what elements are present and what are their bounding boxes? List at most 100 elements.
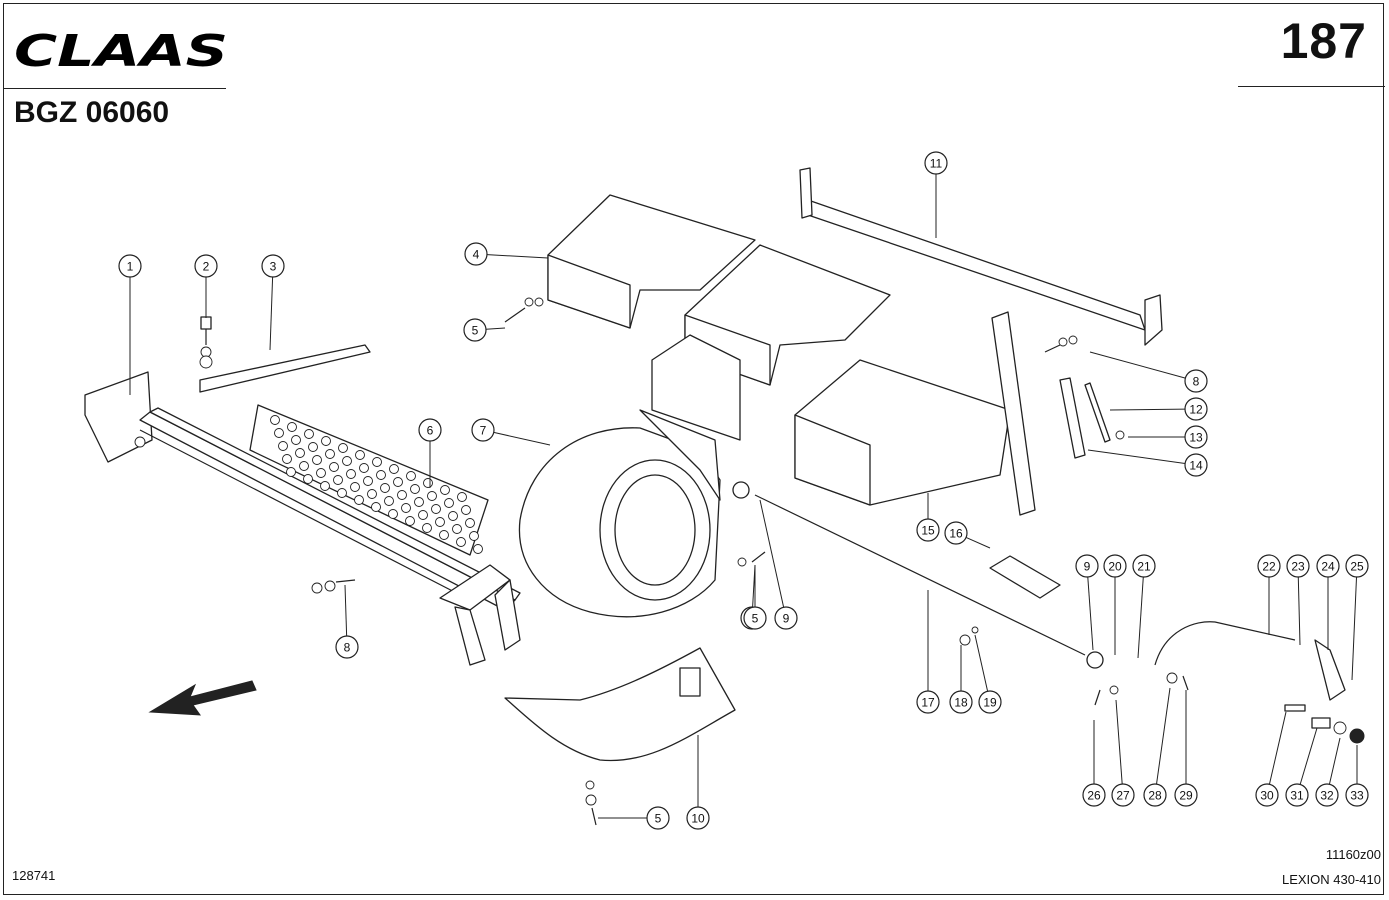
callout-label: 18 [954,696,968,710]
page-number: 187 [1280,13,1367,69]
callout-24: 24 [1316,554,1340,650]
callout-label: 8 [1193,375,1200,389]
perforation-hole [406,471,416,481]
callout-label: 19 [983,696,997,710]
leader-line [1087,449,1186,464]
callout-circle [1316,554,1340,578]
perforation-hole [270,415,280,425]
callout-circle [463,318,487,342]
callout-circle [646,806,670,830]
leader-line [1156,687,1171,785]
callout-27: 27 [1111,699,1135,807]
leader-line [1299,727,1318,785]
perforation-hole [291,435,301,445]
callout-20: 20 [1103,554,1127,655]
callout-label: 20 [1108,560,1122,574]
callout-2: 2 [194,254,218,318]
leader-line [1297,576,1301,646]
part-bearing [732,481,750,499]
callout-18: 18 [949,645,973,714]
perforation-hole [299,461,309,471]
callout-label: 6 [427,424,434,438]
callout-label: 13 [1189,431,1203,445]
callout-label: 32 [1320,789,1334,803]
callout-circle [1075,554,1099,578]
callout-8: 8 [335,584,359,659]
perforation-hole [350,482,360,492]
perforation-hole [312,455,322,465]
callout-circle [1257,554,1281,578]
callout-label: 23 [1291,560,1305,574]
perforation-hole [397,490,407,500]
perforation-hole [367,489,377,499]
perforation-hole [337,488,347,498]
callout-circle [743,606,767,630]
callout-circle [1143,783,1167,807]
callout-label: 5 [472,324,479,338]
callout-11: 11 [924,151,948,238]
group-code: BGZ 06060 [14,96,170,129]
perforation-hole [410,484,420,494]
callout-label: 7 [480,424,487,438]
part-air-duct-lower [651,334,1011,506]
perforation-hole [354,495,364,505]
callout-circle [924,151,948,175]
callout-25: 25 [1345,554,1369,681]
callout-label: 16 [949,527,963,541]
page-number-underline [1238,86,1385,87]
brand-logo: CLAAS [14,28,228,72]
leader-line [1351,576,1358,681]
perforation-hole [448,511,458,521]
callout-circle [464,242,488,266]
leader-line [493,431,551,446]
part-lever [1154,621,1296,666]
callout-label: 12 [1189,403,1203,417]
callout-label: 17 [921,696,935,710]
callout-1: 1 [118,254,142,395]
perforation-hole [278,441,288,451]
leader-line [486,254,549,259]
callout-circle [774,606,798,630]
perforation-hole [338,443,348,453]
perforation-hole [321,436,331,446]
callout-28: 28 [1143,687,1171,807]
callout-5: 5 [463,318,506,342]
callout-circle [1345,783,1369,807]
callout-circle [1184,425,1208,449]
perforation-hole [303,474,313,484]
callout-circle [1315,783,1339,807]
callout-29: 29 [1174,690,1198,807]
perforation-hole [435,517,445,527]
part-side-beam [84,371,521,666]
perforation-hole [308,442,318,452]
callout-circle [944,521,968,545]
callout-19: 19 [974,634,1002,714]
perforation-hole [287,422,297,432]
perforation-hole [456,537,466,547]
callout-circle [1184,397,1208,421]
perforation-hole [440,485,450,495]
perforation-hole [316,468,326,478]
perforation-hole [325,449,335,459]
callout-33: 33 [1345,745,1369,807]
leader-line [1087,576,1094,651]
callout-label: 1 [127,260,134,274]
direction-arrow-icon [148,680,257,716]
callout-circle [1132,554,1156,578]
callout-label: 3 [270,260,277,274]
callout-circle [1174,783,1198,807]
perforation-hole [465,518,475,528]
part-strap-2 [1084,382,1111,443]
part-perforated-screen [249,404,489,556]
callout-30: 30 [1255,711,1287,807]
callout-label: 31 [1290,789,1304,803]
callout-9: 9 [1075,554,1099,651]
callout-4: 4 [464,242,549,266]
part-strip [199,344,371,393]
part-long-rail [799,167,1163,346]
perforation-hole [423,478,433,488]
callout-label: 5 [655,812,662,826]
perforation-hole [329,462,339,472]
callout-10: 10 [686,735,710,830]
perforation-hole [418,510,428,520]
